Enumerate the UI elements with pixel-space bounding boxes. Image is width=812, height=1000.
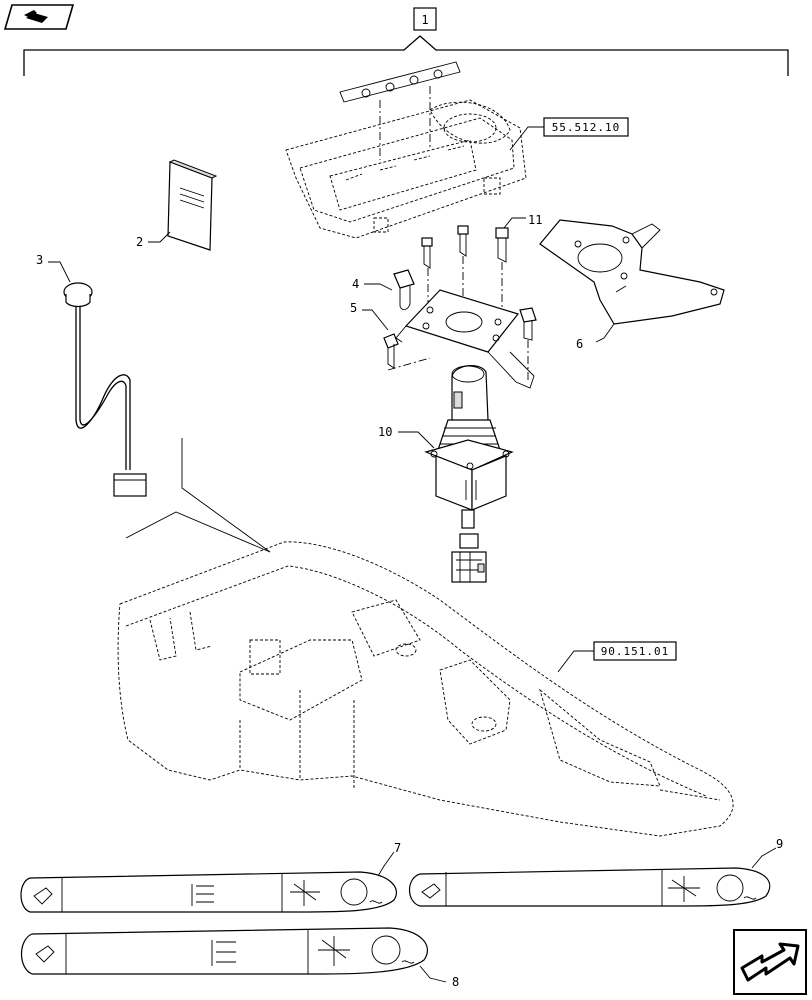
screw-3 (495, 227, 509, 263)
main-console-housing (117, 541, 734, 837)
part-5-mounting-bracket[interactable]: 5 (350, 289, 537, 389)
reference-tag-top-label: 55.512.10 (552, 121, 621, 134)
part-3-cable-harness[interactable]: 3 (36, 253, 147, 497)
part-11-screws[interactable]: 11 (421, 213, 542, 320)
callout-6: 6 (576, 337, 583, 351)
back-arrow-icon (3, 4, 75, 30)
callout-7: 7 (394, 841, 401, 855)
part-6-support-bracket[interactable]: 6 (539, 219, 725, 351)
forward-arrow-icon (733, 929, 807, 995)
reference-tag-top[interactable]: 55.512.10 (509, 117, 629, 151)
screw-2 (457, 225, 469, 257)
callout-5: 5 (350, 301, 357, 315)
callout-9: 9 (776, 837, 783, 851)
assembly-label: 1 (421, 13, 428, 27)
part-8-decal[interactable]: 8 (20, 927, 460, 989)
callout-4: 4 (352, 277, 359, 291)
back-nav-button[interactable] (3, 4, 75, 30)
callout-3: 3 (36, 253, 43, 267)
reference-tag-middle-label: 90.151.01 (601, 645, 670, 658)
part-7-decal[interactable]: 7 (20, 841, 401, 913)
callout-11: 11 (528, 213, 542, 227)
upper-control-panel (285, 61, 527, 239)
part-10-joystick[interactable]: 10 (378, 365, 514, 583)
assembly-bracket: 1 (23, 7, 789, 76)
callout-10: 10 (378, 425, 392, 439)
part-2-manual-booklet[interactable]: 2 (136, 159, 218, 251)
callout-8: 8 (452, 975, 459, 989)
reference-tag-middle[interactable]: 90.151.01 (557, 641, 677, 673)
leader-lines (125, 438, 271, 553)
part-4-bolt[interactable]: 4 (352, 269, 415, 311)
callout-2: 2 (136, 235, 143, 249)
forward-nav-button[interactable] (732, 928, 808, 996)
part-9-decal[interactable]: 9 (408, 837, 784, 907)
screw-1 (421, 237, 433, 269)
